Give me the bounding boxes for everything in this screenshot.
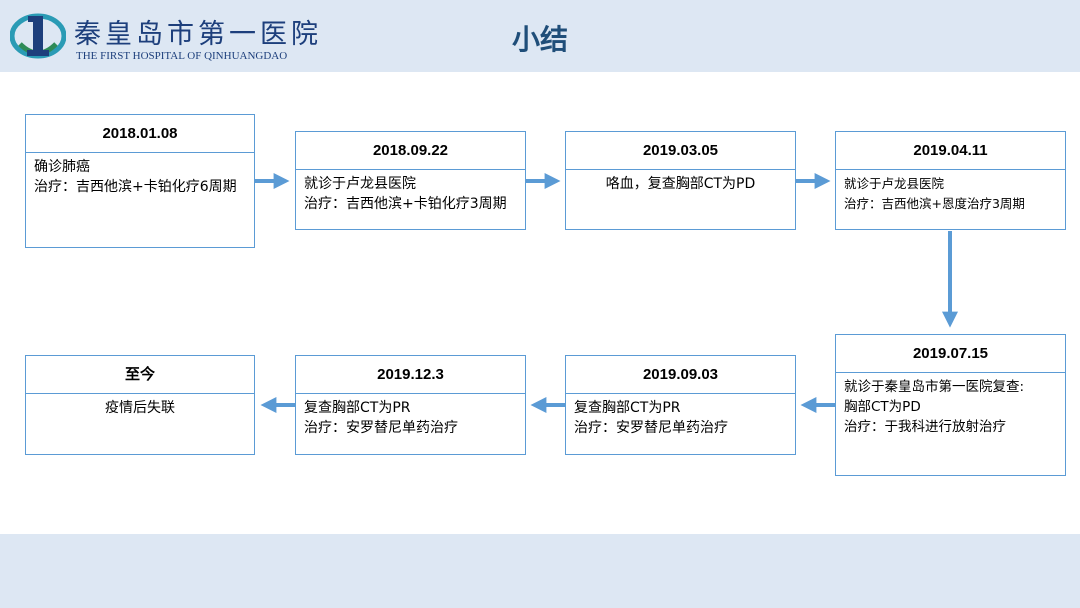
page-title: 小结 (511, 23, 568, 56)
timeline-date: 2018.01.08 (26, 115, 254, 153)
detail-line: 就诊于秦皇岛市第一医院复查: (844, 379, 1025, 395)
timeline-details: 就诊于秦皇岛市第一医院复查: 胸部CT为PD 治疗：于我科进行放射治疗 (836, 373, 1065, 441)
timeline-details: 疫情后失联 (26, 394, 254, 422)
timeline-card-7: 2019.12.3 复查胸部CT为PR 治疗：安罗替尼单药治疗 (295, 355, 526, 455)
timeline-date: 2019.04.11 (836, 132, 1065, 170)
hospital-emblem-icon (10, 13, 66, 59)
timeline-card-8: 至今 疫情后失联 (25, 355, 255, 455)
timeline-card-1: 2018.01.08 确诊肺癌 治疗：吉西他滨+卡铂化疗6周期 (25, 114, 255, 248)
timeline-details: 咯血，复查胸部CT为PD (566, 170, 795, 198)
footer-band (0, 534, 1080, 608)
timeline-date: 2019.03.05 (566, 132, 795, 170)
timeline-details: 就诊于卢龙县医院 治疗：吉西他滨+卡铂化疗3周期 (296, 170, 525, 218)
detail-line: 确诊肺癌 (34, 159, 90, 175)
detail-line: 治疗：安罗替尼单药治疗 (304, 420, 458, 436)
detail-line: 就诊于卢龙县医院 (844, 176, 945, 191)
timeline-card-5: 2019.07.15 就诊于秦皇岛市第一医院复查: 胸部CT为PD 治疗：于我科… (835, 334, 1066, 476)
timeline-date: 2019.07.15 (836, 335, 1065, 373)
detail-line: 治疗：吉西他滨+卡铂化疗3周期 (304, 196, 507, 212)
detail-line: 咯血，复查胸部CT为PD (605, 176, 756, 192)
detail-line: 复查胸部CT为PR (304, 400, 411, 416)
timeline-details: 就诊于卢龙县医院 治疗：吉西他滨+恩度治疗3周期 (836, 170, 1065, 218)
timeline-details: 复查胸部CT为PR 治疗：安罗替尼单药治疗 (296, 394, 525, 442)
detail-line: 治疗：吉西他滨+恩度治疗3周期 (844, 196, 1025, 211)
timeline-details: 确诊肺癌 治疗：吉西他滨+卡铂化疗6周期 (26, 153, 254, 201)
hospital-name-en: THE FIRST HOSPITAL OF QINHUANGDAO (76, 50, 288, 62)
timeline-card-4: 2019.04.11 就诊于卢龙县医院 治疗：吉西他滨+恩度治疗3周期 (835, 131, 1066, 230)
detail-line: 疫情后失联 (105, 400, 175, 416)
detail-line: 复查胸部CT为PR (574, 400, 681, 416)
hospital-name-cn: 秦皇岛市第一医院 (74, 19, 322, 50)
timeline-card-3: 2019.03.05 咯血，复查胸部CT为PD (565, 131, 796, 230)
timeline-date: 2018.09.22 (296, 132, 525, 170)
detail-line: 就诊于卢龙县医院 (304, 176, 416, 192)
timeline-details: 复查胸部CT为PR 治疗：安罗替尼单药治疗 (566, 394, 795, 442)
hospital-logo: 秦皇岛市第一医院 THE FIRST HOSPITAL OF QINHUANGD… (10, 8, 318, 66)
timeline-card-2: 2018.09.22 就诊于卢龙县医院 治疗：吉西他滨+卡铂化疗3周期 (295, 131, 526, 230)
detail-line: 治疗：吉西他滨+卡铂化疗6周期 (34, 179, 237, 195)
detail-line: 治疗：安罗替尼单药治疗 (574, 420, 728, 436)
timeline-card-6: 2019.09.03 复查胸部CT为PR 治疗：安罗替尼单药治疗 (565, 355, 796, 455)
timeline-date: 至今 (26, 356, 254, 394)
detail-line: 治疗：于我科进行放射治疗 (844, 419, 1006, 435)
timeline-date: 2019.09.03 (566, 356, 795, 394)
detail-line: 胸部CT为PD (844, 399, 921, 415)
header-band (0, 0, 1080, 72)
timeline-date: 2019.12.3 (296, 356, 525, 394)
